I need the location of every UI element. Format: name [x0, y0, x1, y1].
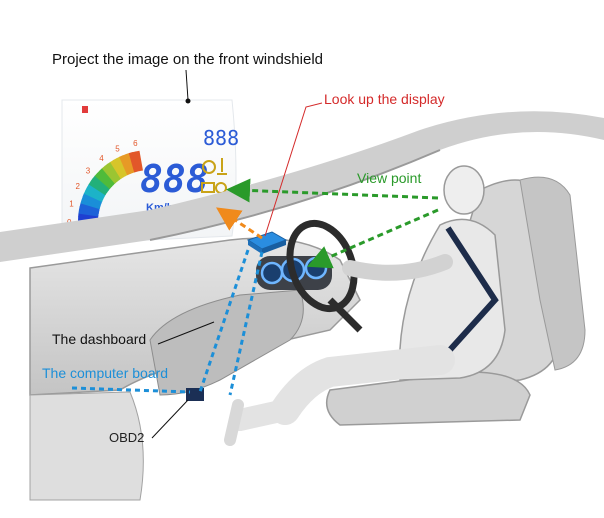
label-view-point: View point [357, 170, 422, 186]
hud-arc-bar [107, 161, 122, 181]
hud-temp-icon [217, 158, 227, 175]
label-obd2: OBD2 [109, 430, 145, 445]
hud-arc-bar [85, 186, 105, 200]
hud-arc-bar [135, 150, 143, 172]
seat-back-rear [519, 176, 586, 371]
hud-scale-mark: 5 [115, 145, 120, 154]
hud-arc-bar [78, 209, 99, 217]
hud-arc-bar [83, 189, 104, 203]
hud-arc-bar [88, 181, 108, 196]
hud-arc-bar [132, 151, 141, 172]
label-look-up: Look up the display [324, 91, 445, 107]
hud-arc-bar [110, 159, 125, 179]
hud-arc-bar [86, 183, 107, 198]
label-dashboard: The dashboard [52, 331, 147, 347]
label-project-windshield: Project the image on the front windshiel… [52, 51, 323, 68]
hud-gauge-icon [202, 160, 216, 174]
hud-arc-bar [104, 163, 120, 183]
windshield-frame [149, 149, 441, 241]
board-wire-b [71, 386, 191, 394]
driver-body [398, 218, 506, 381]
hud-arc-bar [113, 158, 127, 178]
project-leader [185, 69, 189, 101]
hud-arc-bar [94, 172, 113, 190]
hud-arc-bar [90, 178, 110, 194]
hud-arc-bar [79, 202, 100, 212]
hud-arc-bar [116, 156, 129, 177]
hud-fuel-icon [201, 182, 215, 193]
hud-scale-mark: 4 [99, 154, 104, 163]
projection-arrow [216, 207, 263, 240]
label-computer-board: The computer board [42, 365, 169, 381]
hud-arc-bar [101, 165, 118, 184]
hud-arc-bar [99, 168, 116, 186]
hud-scale-mark: 3 [86, 167, 91, 176]
hud-scale-mark: 2 [76, 182, 81, 191]
hud-arc-bar [119, 155, 131, 176]
hud-arc-bar [81, 196, 102, 207]
seat-cushion [325, 371, 531, 426]
hud-arc-bar [128, 152, 139, 173]
hud-speed-arc [78, 150, 143, 224]
hud-arc-bar [96, 170, 115, 188]
driver-foot [224, 399, 244, 446]
seat-belt [427, 226, 499, 375]
dashboard-leader [157, 321, 215, 345]
obd2-leader [151, 399, 189, 439]
hud-arc-bar [78, 206, 100, 214]
hud-arc-bar [78, 213, 99, 219]
car-roof [0, 111, 604, 262]
hud-arc-bar [122, 154, 134, 175]
driver-shin [229, 399, 296, 431]
hud-alert-icon [82, 106, 88, 113]
view-line-top [226, 178, 439, 203]
board-wire-c [198, 249, 250, 393]
lookup-leader [264, 102, 323, 237]
lower-panel [29, 391, 144, 501]
hud-small-digits: 888 [203, 126, 239, 150]
hud-scale-mark: 6 [133, 139, 138, 148]
hud-arc-bar [125, 152, 136, 174]
steering-column [327, 297, 363, 333]
obd2-connector [186, 388, 204, 401]
hud-arc-bar [82, 193, 103, 205]
hud-speed-digits: 888 [140, 157, 209, 201]
hud-scale-mark: 1 [69, 200, 74, 209]
driver-head [443, 165, 485, 215]
hud-arc-bar [80, 199, 101, 210]
hud-arc-bar [92, 175, 111, 192]
driver-arm [342, 254, 453, 281]
view-line-bottom [306, 208, 439, 269]
board-wire-a [228, 251, 264, 396]
gauge-left [260, 261, 284, 285]
